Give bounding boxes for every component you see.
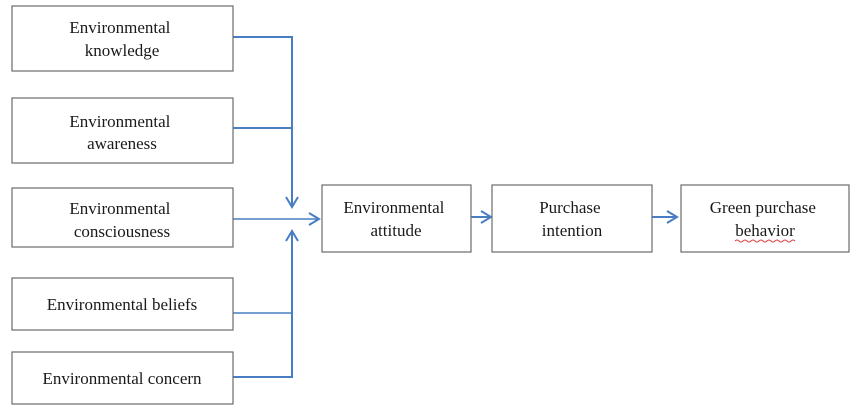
node-green-purchase-behavior-line-2: behavior	[735, 221, 795, 240]
node-env-concern-line-1: Environmental concern	[42, 369, 202, 388]
node-env-awareness-line-2: awareness	[87, 134, 157, 153]
connector-attitude-arrowhead	[308, 212, 321, 226]
node-env-knowledge: Environmental knowledge	[11, 5, 234, 72]
node-green-purchase-behavior-label: Green purchase behavior	[710, 198, 820, 240]
node-env-beliefs-box	[11, 277, 234, 331]
node-env-knowledge-line-1: Environmental	[69, 18, 170, 37]
spellcheck-squiggle	[734, 239, 796, 243]
node-env-beliefs: Environmental beliefs	[11, 277, 234, 331]
node-env-knowledge-box	[11, 5, 234, 72]
node-env-beliefs-label: Environmental beliefs	[47, 295, 198, 314]
node-env-consciousness: Environmental consciousness	[11, 187, 234, 248]
node-green-purchase-behavior-line-1: Green purchase	[710, 198, 816, 217]
node-purchase-intention-label: Purchase intention	[539, 198, 605, 240]
connector-behavior-arrowhead	[666, 210, 679, 224]
node-env-attitude-line-1: Environmental	[343, 198, 444, 217]
node-env-consciousness-box	[11, 187, 234, 248]
node-env-awareness-box	[11, 97, 234, 164]
connector-knowledge	[233, 36, 293, 206]
node-env-awareness: Environmental awareness	[11, 97, 234, 164]
node-env-consciousness-line-1: Environmental	[69, 199, 170, 218]
node-env-attitude: Environmental attitude	[321, 184, 472, 253]
node-env-awareness-label: Environmental awareness	[69, 112, 174, 153]
node-purchase-intention-line-1: Purchase	[539, 198, 600, 217]
node-purchase-intention-line-2: intention	[542, 221, 603, 240]
connector-top-arrowhead	[285, 196, 299, 209]
node-env-consciousness-label: Environmental consciousness	[69, 199, 174, 241]
node-env-concern-box	[11, 351, 234, 405]
node-env-knowledge-label: Environmental knowledge	[69, 18, 174, 60]
node-env-concern-label: Environmental concern	[42, 369, 202, 388]
node-env-awareness-line-1: Environmental	[69, 112, 170, 131]
node-env-knowledge-line-2: knowledge	[85, 41, 160, 60]
connector-concern	[233, 232, 293, 378]
connector-bottom-arrowhead	[285, 229, 299, 242]
node-purchase-intention-box	[491, 184, 653, 253]
node-green-purchase-behavior-box	[680, 184, 850, 253]
node-env-concern: Environmental concern	[11, 351, 234, 405]
node-env-consciousness-line-2: consciousness	[74, 222, 170, 241]
connectors	[233, 36, 679, 378]
node-purchase-intention: Purchase intention	[491, 184, 653, 253]
connector-intention-arrowhead	[480, 210, 493, 224]
node-env-attitude-line-2: attitude	[371, 221, 422, 240]
node-env-attitude-box	[321, 184, 472, 253]
node-env-attitude-label: Environmental attitude	[343, 198, 448, 240]
node-env-beliefs-line-1: Environmental beliefs	[47, 295, 198, 314]
node-green-purchase-behavior: Green purchase behavior	[680, 184, 850, 253]
